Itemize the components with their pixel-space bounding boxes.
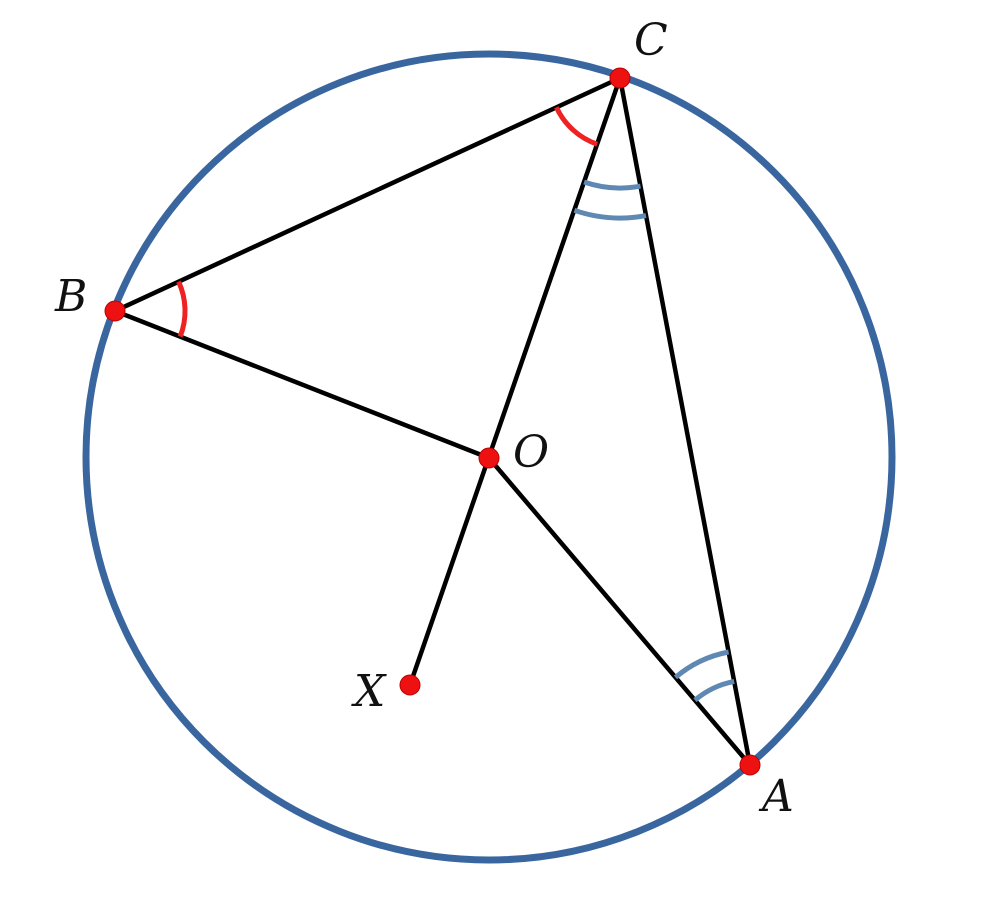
angle-mark-OCA-inner <box>583 179 641 191</box>
angle-mark-OAC-inner <box>693 678 735 703</box>
label-X: X <box>351 666 387 717</box>
point-X <box>399 674 421 696</box>
label-O: O <box>513 427 549 478</box>
point-O <box>478 447 500 469</box>
label-B: B <box>54 271 87 322</box>
point-C <box>609 67 631 89</box>
label-A: A <box>758 771 794 822</box>
angle-mark-OCA-outer <box>573 207 647 221</box>
points <box>104 67 761 776</box>
angle-markers <box>176 106 735 703</box>
labels: C B O X A <box>54 15 794 822</box>
segments <box>112 75 753 768</box>
segment-OA <box>486 455 753 768</box>
label-C: C <box>634 15 668 66</box>
segment-CX <box>407 75 623 688</box>
point-B <box>104 300 126 322</box>
point-A <box>739 754 761 776</box>
circumcircle <box>82 50 896 864</box>
angle-mark-BCO <box>554 106 599 147</box>
segment-BO <box>112 308 492 461</box>
segment-BC <box>112 75 623 314</box>
angle-mark-OAC-outer <box>673 649 730 680</box>
segment-CA <box>617 75 753 768</box>
angle-mark-CBO <box>176 280 188 338</box>
